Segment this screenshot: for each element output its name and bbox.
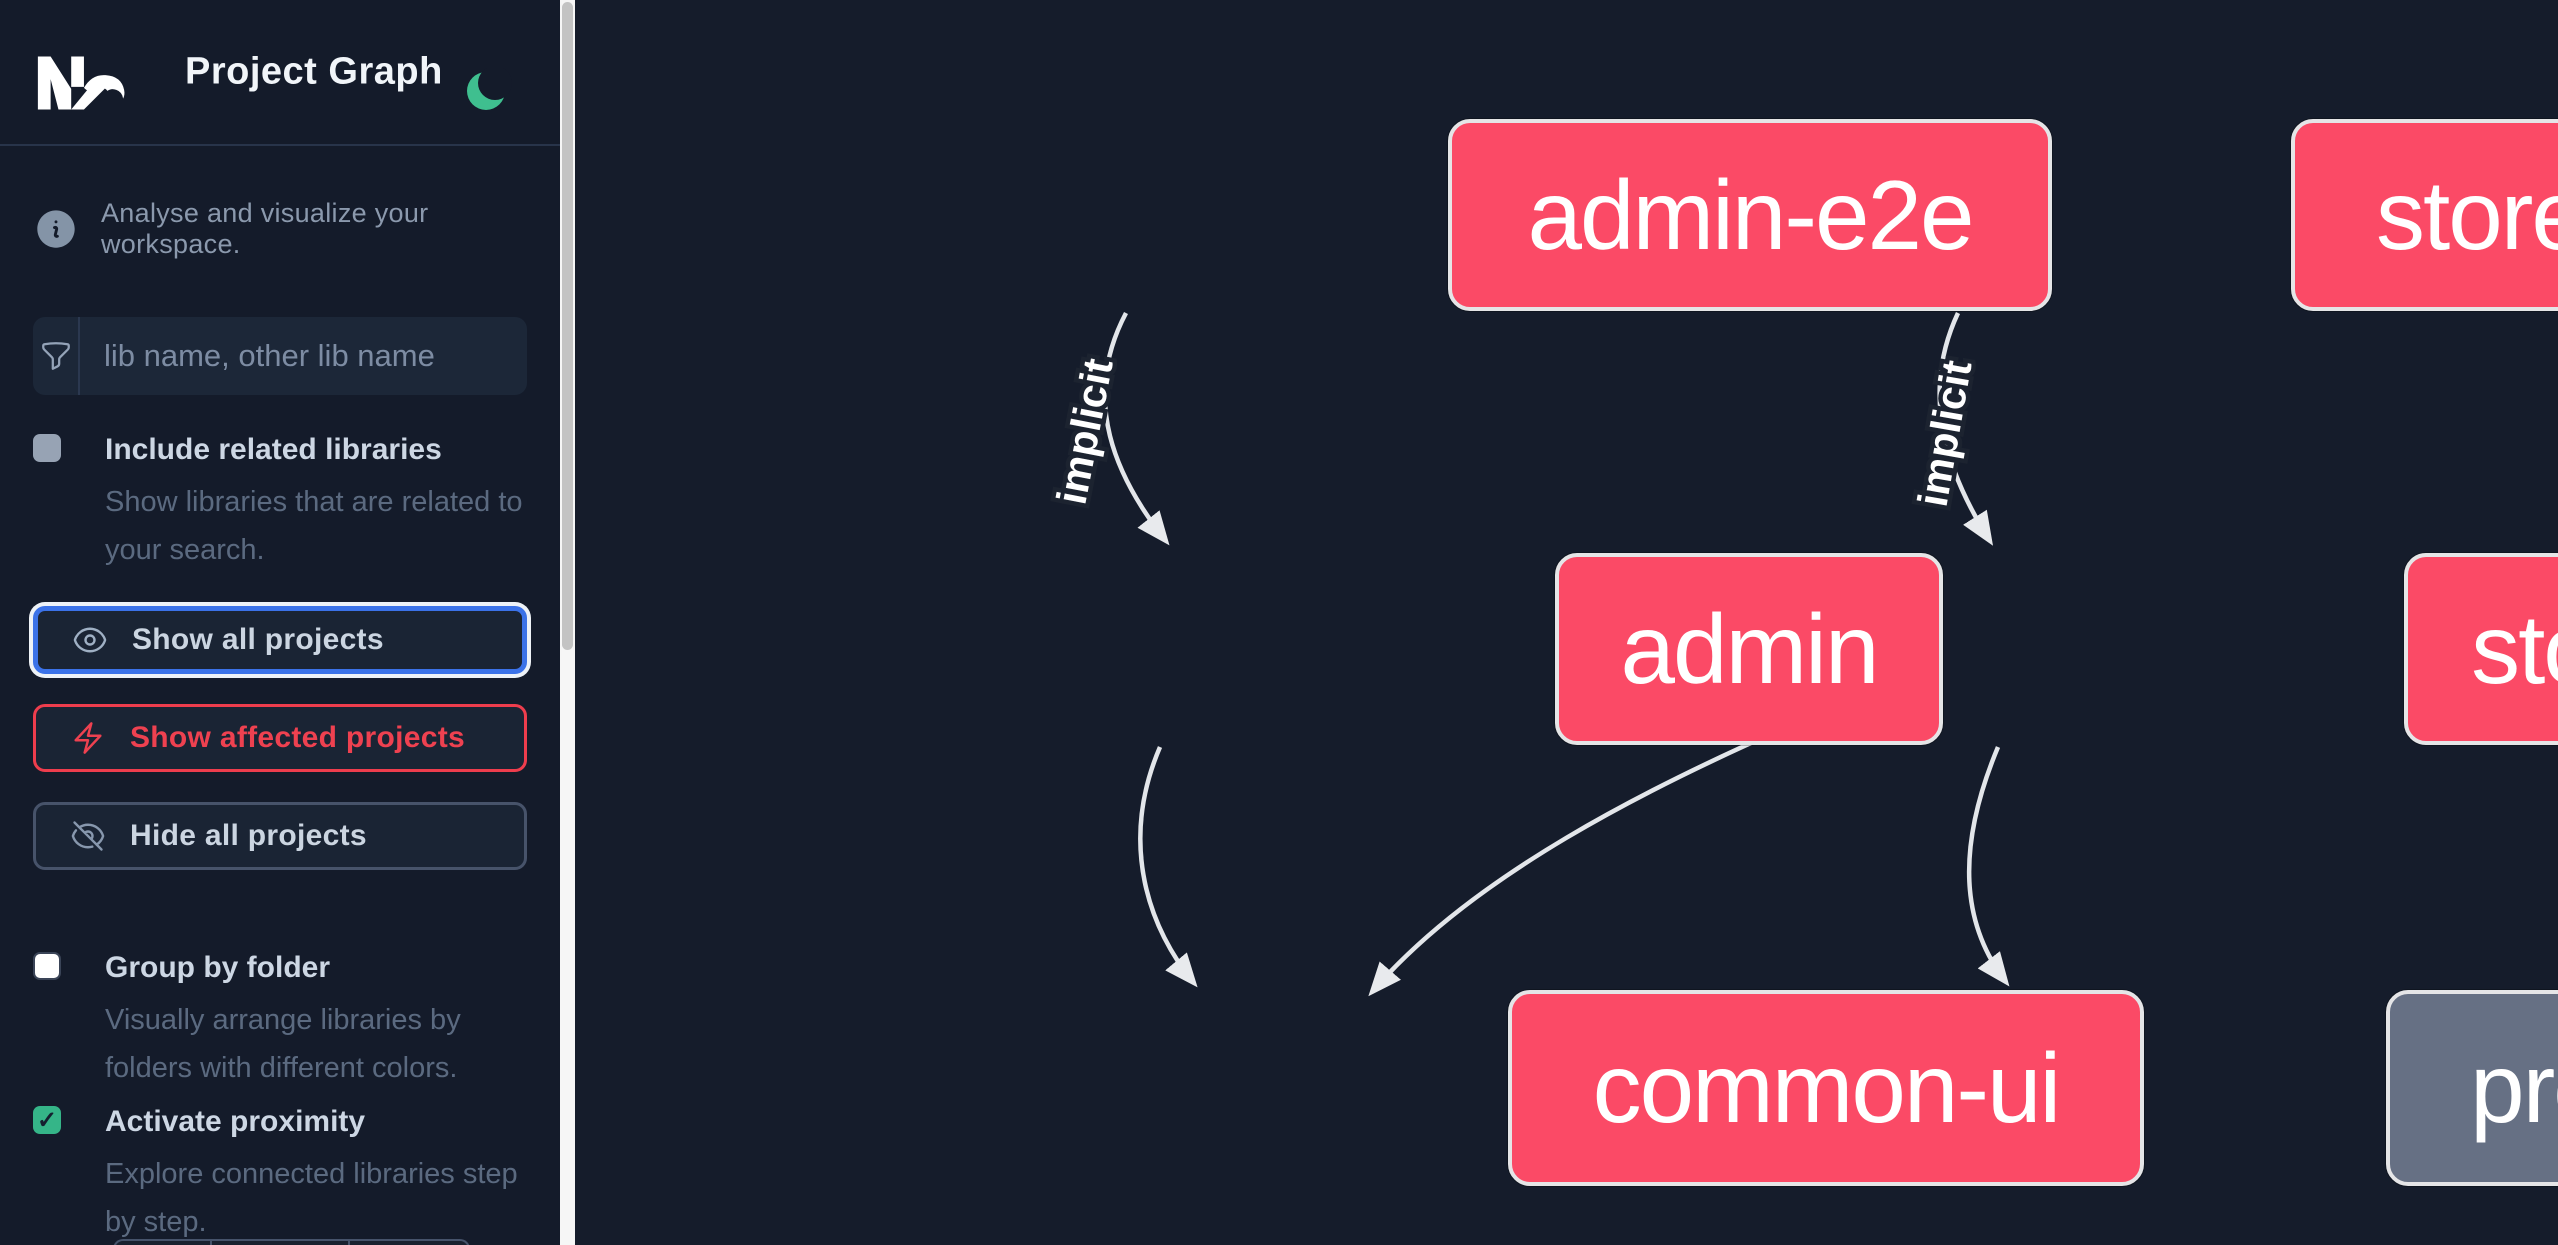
- graph-node-common-ui[interactable]: common-ui: [1508, 990, 2144, 1186]
- page-title: Project Graph: [185, 50, 443, 93]
- option-description: Explore connected libraries step by step…: [105, 1158, 518, 1238]
- search-input[interactable]: [80, 317, 527, 395]
- edge-admin-e2e-admin: [1102, 311, 1170, 546]
- button-label: Hide all projects: [130, 819, 367, 852]
- info-icon: [37, 210, 75, 248]
- graph-node-admin[interactable]: admin: [1555, 553, 1943, 745]
- edge-admin-common-ui: [1138, 746, 1198, 988]
- stepper-increment[interactable]: [348, 1241, 468, 1245]
- graph-node-store[interactable]: store: [2404, 553, 2558, 745]
- graph-edges: implicit implicit: [1043, 311, 2010, 997]
- project-graph-canvas[interactable]: implicit implicit admin-e2e store-e2e ad…: [575, 0, 2558, 1245]
- sidebar-header: Project Graph: [0, 0, 560, 146]
- sidebar-scrollbar-thumb[interactable]: [562, 2, 573, 650]
- include-related-checkbox[interactable]: [33, 434, 61, 462]
- option-group-by-folder: Group by folder Visually arrange librari…: [33, 946, 533, 1092]
- nx-logo-icon: [37, 56, 125, 110]
- proximity-stepper[interactable]: [113, 1239, 470, 1245]
- graph-node-store-e2e[interactable]: store-e2e: [2291, 119, 2558, 311]
- group-by-folder-checkbox[interactable]: [33, 952, 61, 980]
- option-description: Visually arrange libraries by folders wi…: [105, 1004, 461, 1084]
- graph-node-products[interactable]: products: [2386, 990, 2558, 1186]
- show-all-projects-button[interactable]: Show all projects: [33, 606, 527, 674]
- bolt-icon: [74, 722, 102, 754]
- option-description: Show libraries that are related to your …: [105, 486, 523, 566]
- option-include-related-libraries: Include related libraries Show libraries…: [33, 428, 533, 574]
- sidebar: Project Graph Analyse and visualize your…: [0, 0, 560, 1245]
- option-activate-proximity: ✓ Activate proximity Explore connected l…: [33, 1100, 533, 1245]
- filter-icon: [33, 317, 80, 395]
- edge-store-products: [1966, 746, 2010, 987]
- edge-store-e2e-store: [1937, 312, 1994, 546]
- tagline-text: Analyse and visualize your workspace.: [101, 198, 429, 259]
- search-box: [33, 317, 527, 395]
- hide-all-projects-button[interactable]: Hide all projects: [33, 802, 527, 870]
- workspace-tagline: Analyse and visualize your workspace.: [33, 198, 533, 260]
- button-label: Show affected projects: [130, 721, 466, 754]
- moon-icon[interactable]: [464, 68, 512, 114]
- option-label: Group by folder: [105, 951, 330, 984]
- graph-node-admin-e2e[interactable]: admin-e2e: [1448, 119, 2052, 311]
- activate-proximity-checkbox[interactable]: ✓: [33, 1106, 61, 1134]
- stepper-value: [210, 1241, 348, 1245]
- stepper-decrement[interactable]: [115, 1241, 210, 1245]
- edge-label-implicit: implicit: [1909, 357, 1981, 510]
- show-affected-projects-button[interactable]: Show affected projects: [33, 704, 527, 772]
- eye-slash-icon: [71, 821, 105, 851]
- button-label: Show all projects: [132, 623, 384, 656]
- option-label: Include related libraries: [105, 433, 442, 466]
- eye-icon: [73, 627, 107, 653]
- edge-store-common-ui: [1368, 703, 1837, 997]
- sidebar-scrollbar-track[interactable]: [560, 0, 575, 1245]
- option-label: Activate proximity: [105, 1105, 366, 1138]
